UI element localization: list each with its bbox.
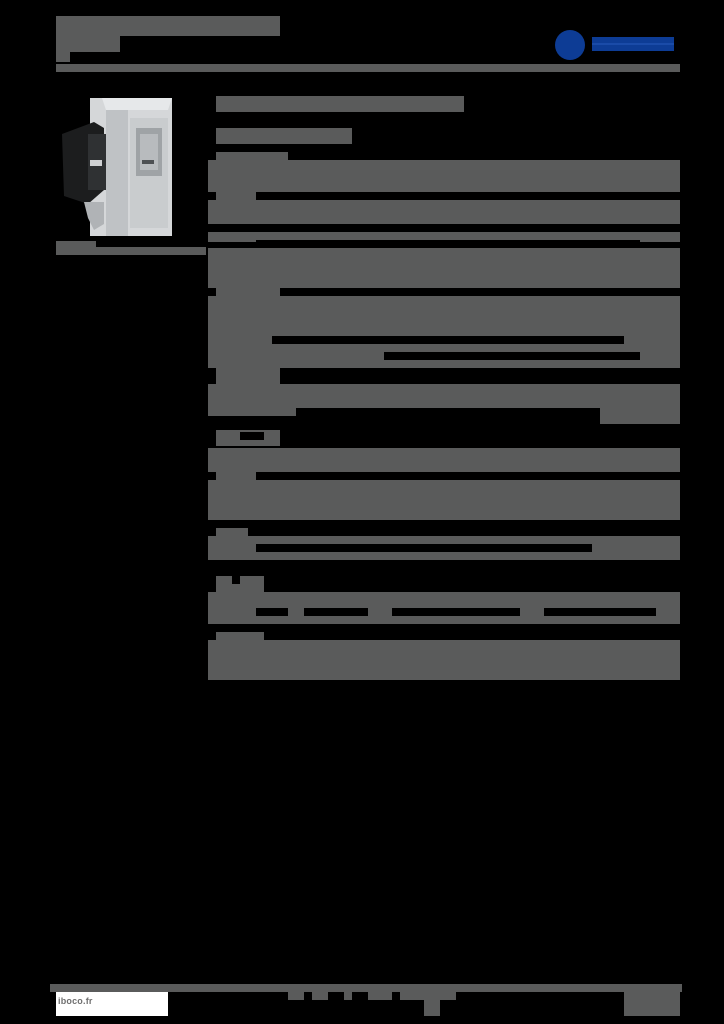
sub-heading-block xyxy=(216,128,352,144)
header-subtitle-block xyxy=(56,36,120,52)
brand-logo-icon xyxy=(555,30,585,60)
main-heading-block xyxy=(216,96,464,112)
product-caption-block xyxy=(56,241,96,247)
header-subtitle-block-2 xyxy=(56,52,70,62)
rj45-keystone-module-image xyxy=(62,98,172,236)
header-rule xyxy=(56,64,680,72)
footer-page-number-block xyxy=(424,1000,440,1016)
footer-right-block xyxy=(624,992,680,1016)
product-caption-rule xyxy=(56,247,206,255)
footer-rule xyxy=(50,984,682,992)
brand-logo xyxy=(555,27,679,61)
header-title-block xyxy=(56,16,280,36)
footer-center-block xyxy=(288,992,456,1000)
footer-website: iboco.fr xyxy=(58,996,93,1006)
brand-wordmark xyxy=(592,37,674,51)
footer-website-box: iboco.fr xyxy=(56,992,168,1016)
